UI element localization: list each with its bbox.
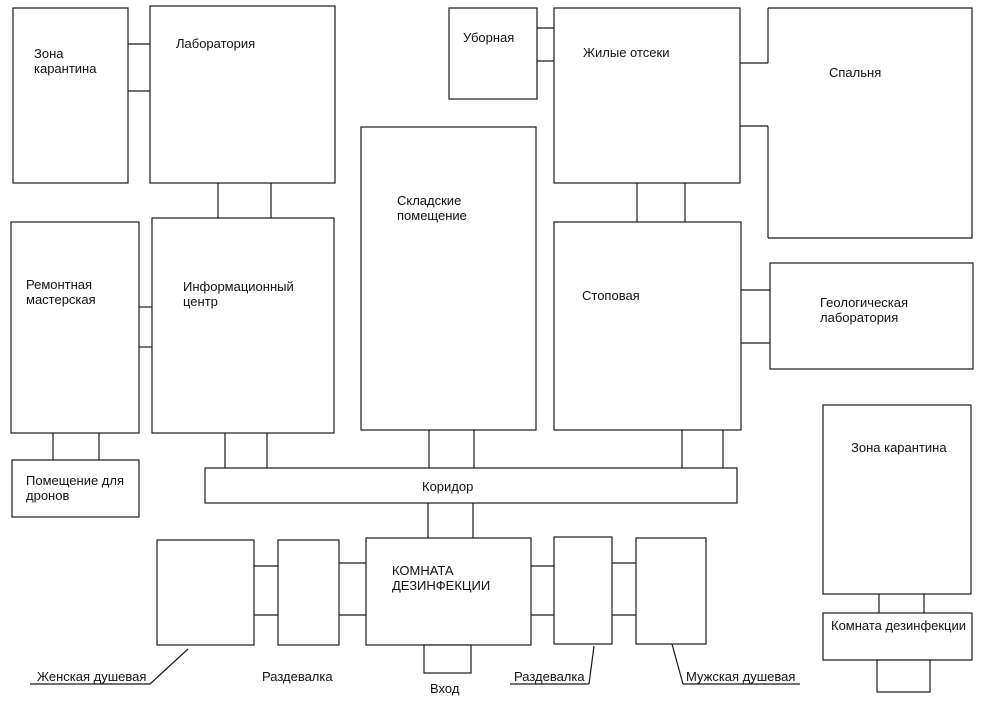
- label-womens-shower: Женская душевая: [37, 669, 147, 684]
- room-disinfection-main: [365, 537, 532, 646]
- room-entrance-right: [876, 659, 931, 693]
- label-entrance: Вход: [430, 681, 460, 696]
- label-laboratory: Лаборатория: [176, 36, 256, 51]
- connectors: [52, 27, 925, 616]
- room-laboratory: [149, 5, 336, 184]
- room-changing-right: [553, 536, 613, 645]
- label-disinfection-main: КОМНАТА ДЕЗИНФЕКЦИИ: [392, 563, 491, 593]
- label-quarantine-top: Зона карантина: [34, 46, 97, 76]
- room-geology-lab: [769, 262, 974, 370]
- room-corridor: [204, 467, 738, 504]
- label-living-quarters: Жилые отсеки: [583, 45, 670, 60]
- label-toilet: Уборная: [463, 30, 515, 45]
- label-quarantine-right: Зона карантина: [851, 440, 947, 455]
- label-geology-lab: Геологическая лаборатория: [820, 295, 909, 325]
- label-drone-room: Помещение для дронов: [26, 473, 125, 503]
- label-corridor: Коридор: [422, 479, 474, 494]
- room-quarantine-top: [12, 7, 129, 184]
- room-womens-shower: [156, 539, 255, 646]
- room-mens-shower: [635, 537, 707, 645]
- room-dining: [553, 221, 742, 431]
- label-mens-shower: Мужская душевая: [686, 669, 796, 684]
- label-repair-workshop: Ремонтная мастерская: [26, 277, 96, 307]
- room-drone: [11, 459, 140, 518]
- label-dining: Стоповая: [582, 288, 640, 303]
- room-repair-workshop: [10, 221, 140, 434]
- room-info-center: [151, 217, 335, 434]
- label-info-center: Информационный центр: [183, 279, 294, 309]
- room-living-quarters: [553, 7, 741, 184]
- callout-leaders: [30, 643, 800, 685]
- label-changing-right: Раздевалка: [514, 669, 585, 684]
- room-toilet: [448, 7, 538, 100]
- label-changing-left: Раздевалка: [262, 669, 333, 684]
- room-storage: [360, 126, 537, 431]
- room-changing-left: [277, 539, 340, 646]
- room-quarantine-right: [822, 404, 972, 595]
- label-storage: Складские помещение: [397, 193, 467, 223]
- label-disinfection-right: Комната дезинфекции: [831, 618, 967, 633]
- room-entrance: [423, 644, 472, 674]
- room-bedroom: [768, 7, 973, 239]
- label-bedroom: Спальня: [829, 65, 882, 80]
